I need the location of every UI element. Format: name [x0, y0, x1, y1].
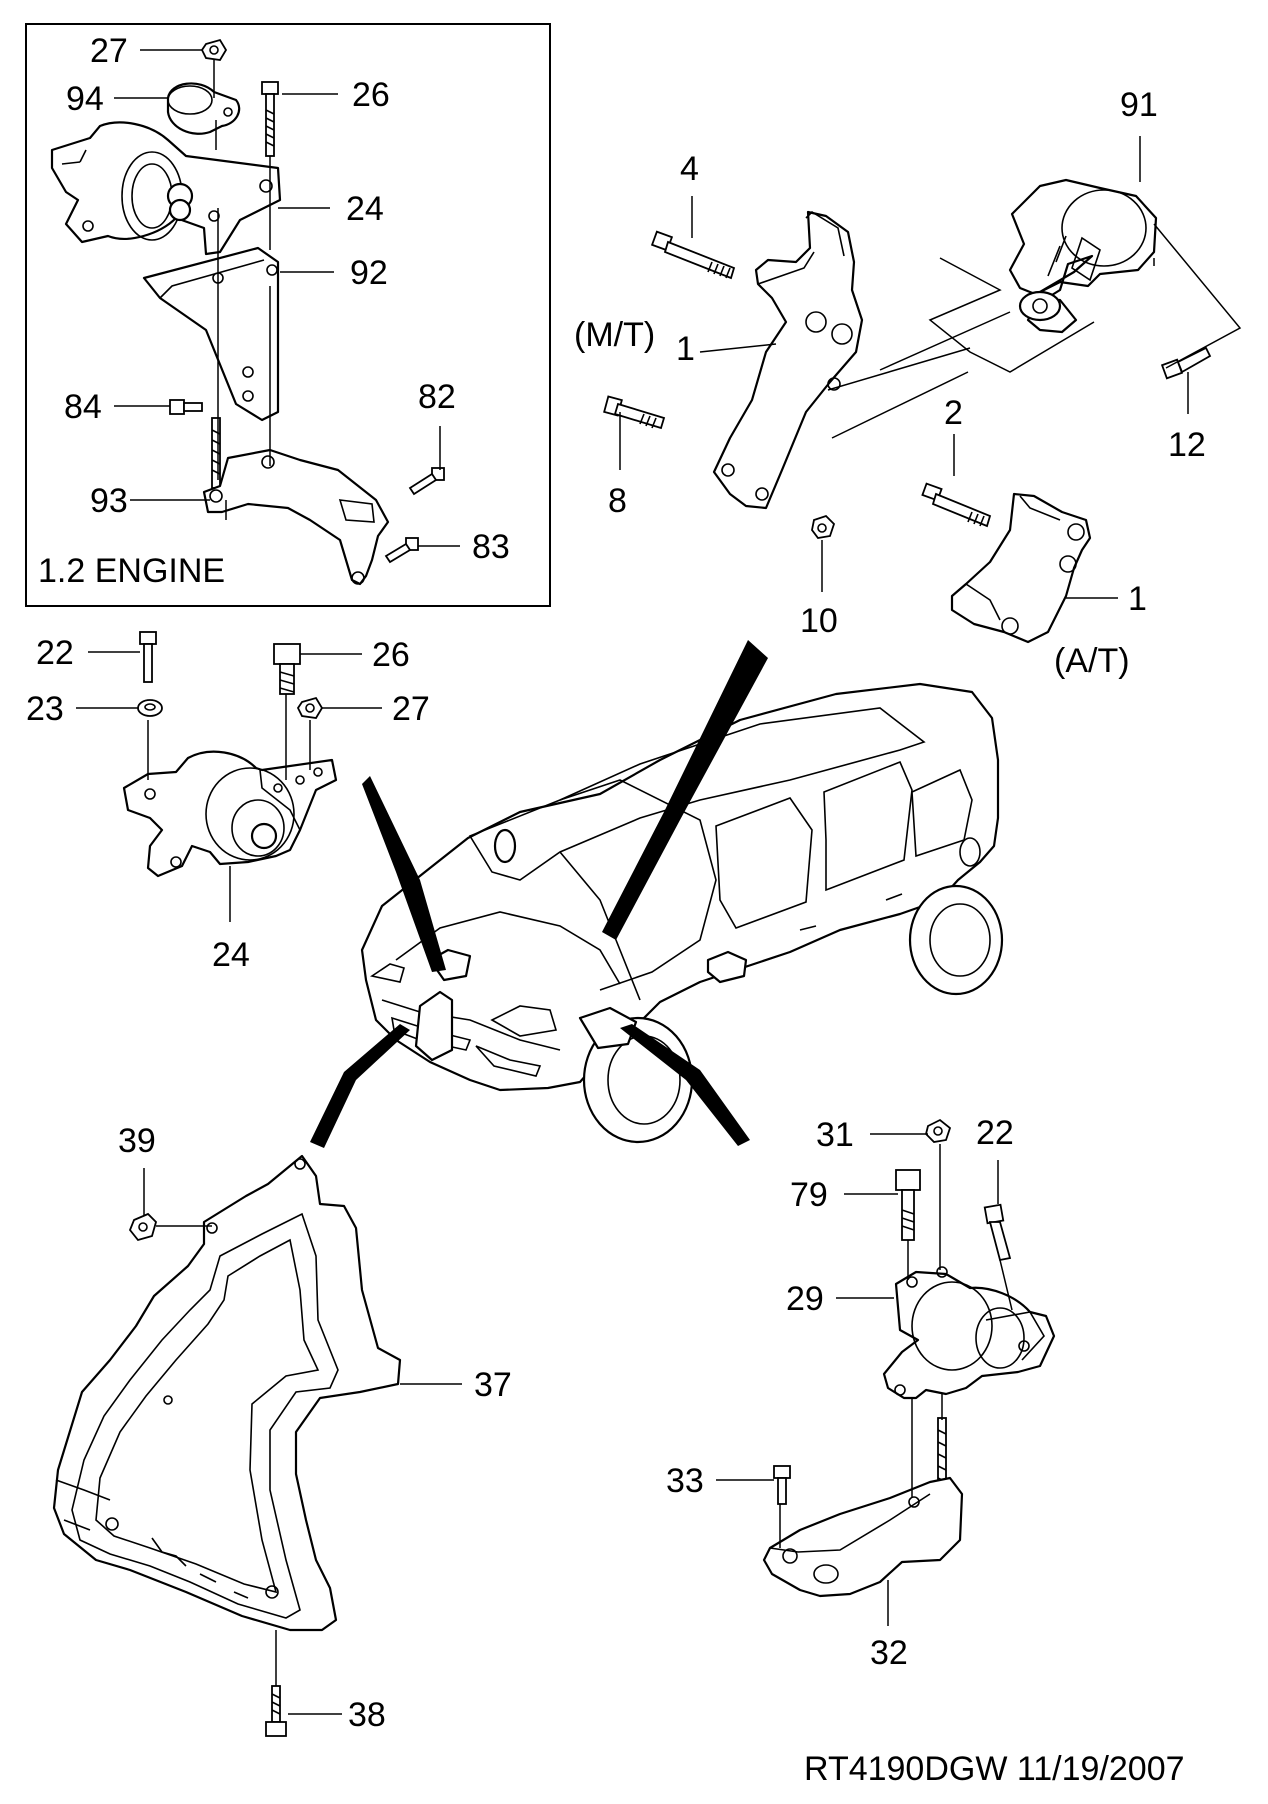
- callout-26-inset: 26: [352, 76, 390, 114]
- engine-mount-24-inset: [50, 121, 282, 256]
- inset-title: 1.2 ENGINE: [38, 552, 225, 590]
- callout-37: 37: [474, 1366, 512, 1404]
- bolt-26-inset: [261, 81, 279, 157]
- callout-22-left: 22: [36, 634, 74, 672]
- transmission-mount-group: 4 91 (M/T) 1 8 10 12 2 1 (A/T): [574, 86, 1242, 680]
- engine-mount-24-group: 22 26 23 27 24: [26, 631, 430, 974]
- callout-23: 23: [26, 690, 64, 728]
- callout-31: 31: [816, 1116, 854, 1154]
- right-mount-group: 31 22 79 29 33 32: [666, 1114, 1056, 1672]
- bolt-82: [408, 467, 445, 496]
- bolt-12: [1160, 346, 1212, 380]
- bolt-79: [895, 1169, 921, 1241]
- bolt-33: [773, 1465, 791, 1505]
- callout-1-at: 1: [1128, 580, 1147, 618]
- bolt-84: [169, 399, 203, 415]
- vehicle-illustration: [310, 640, 1004, 1148]
- nut-31: [925, 1118, 952, 1143]
- bolt-2: [921, 482, 992, 528]
- pointer-wedge-splash-shield: [310, 1024, 410, 1148]
- callout-24-inset: 24: [346, 190, 384, 228]
- pointer-wedge-left-mount: [362, 776, 446, 972]
- engine-bracket-32: [762, 1476, 964, 1598]
- callout-91: 91: [1120, 86, 1158, 124]
- callout-94: 94: [66, 80, 104, 118]
- callout-10: 10: [800, 602, 838, 640]
- nut-27-left: [296, 696, 324, 719]
- lower-bracket-inset: [202, 448, 390, 586]
- pointer-wedge-transmission: [602, 640, 768, 940]
- mt-bracket-1: [712, 210, 864, 510]
- callout-26-left: 26: [372, 636, 410, 674]
- torque-rod-mount-91: [1008, 178, 1158, 334]
- stud-93: [211, 417, 221, 489]
- bolt-4: [650, 230, 736, 280]
- washer-23: [137, 699, 163, 717]
- nut-10: [811, 514, 836, 539]
- callout-33: 33: [666, 1462, 704, 1500]
- diagram-reference-code: RT4190DGW 11/19/2007: [804, 1750, 1185, 1788]
- bolt-83: [384, 537, 419, 564]
- callout-92: 92: [350, 254, 388, 292]
- pointer-wedge-right-mount: [620, 1024, 750, 1146]
- nut-39: [128, 1212, 158, 1242]
- callout-39: 39: [118, 1122, 156, 1160]
- callout-2: 2: [944, 394, 963, 432]
- callout-82: 82: [418, 378, 456, 416]
- bracket-92: [142, 246, 280, 422]
- callout-24-left: 24: [212, 936, 250, 974]
- callout-38: 38: [348, 1696, 386, 1734]
- bolt-8: [603, 395, 666, 430]
- bolt-26-left: [273, 643, 301, 695]
- label-automatic-transmission: (A/T): [1054, 642, 1130, 680]
- callout-4: 4: [680, 150, 699, 188]
- engine-mount-29: [882, 1266, 1056, 1400]
- callout-22-right: 22: [976, 1114, 1014, 1152]
- callout-32: 32: [870, 1634, 908, 1672]
- bolt-38: [265, 1685, 287, 1737]
- callout-27-left: 27: [392, 690, 430, 728]
- callout-79: 79: [790, 1176, 828, 1214]
- callout-27-inset: 27: [90, 32, 128, 70]
- splash-shield-group: 39 37 38: [52, 1122, 512, 1737]
- label-manual-transmission: (M/T): [574, 316, 655, 354]
- rubber-insulator-94: [166, 82, 241, 135]
- callout-83: 83: [472, 528, 510, 566]
- callout-1-mt: 1: [676, 330, 695, 368]
- splash-shield-37: [52, 1154, 402, 1632]
- at-bracket-1: [950, 492, 1092, 644]
- bolt-22-left: [139, 631, 157, 683]
- nut-27-inset: [200, 38, 228, 61]
- callout-8: 8: [608, 482, 627, 520]
- inset-1-2-engine: 27 94 26 24 92 84 82 93 83 1.2 ENGINE: [25, 23, 551, 607]
- callout-93: 93: [90, 482, 128, 520]
- engine-mount-24-left: [122, 750, 338, 878]
- bolt-22-right: [983, 1203, 1012, 1262]
- callout-29: 29: [786, 1280, 824, 1318]
- callout-12: 12: [1168, 426, 1206, 464]
- callout-84: 84: [64, 388, 102, 426]
